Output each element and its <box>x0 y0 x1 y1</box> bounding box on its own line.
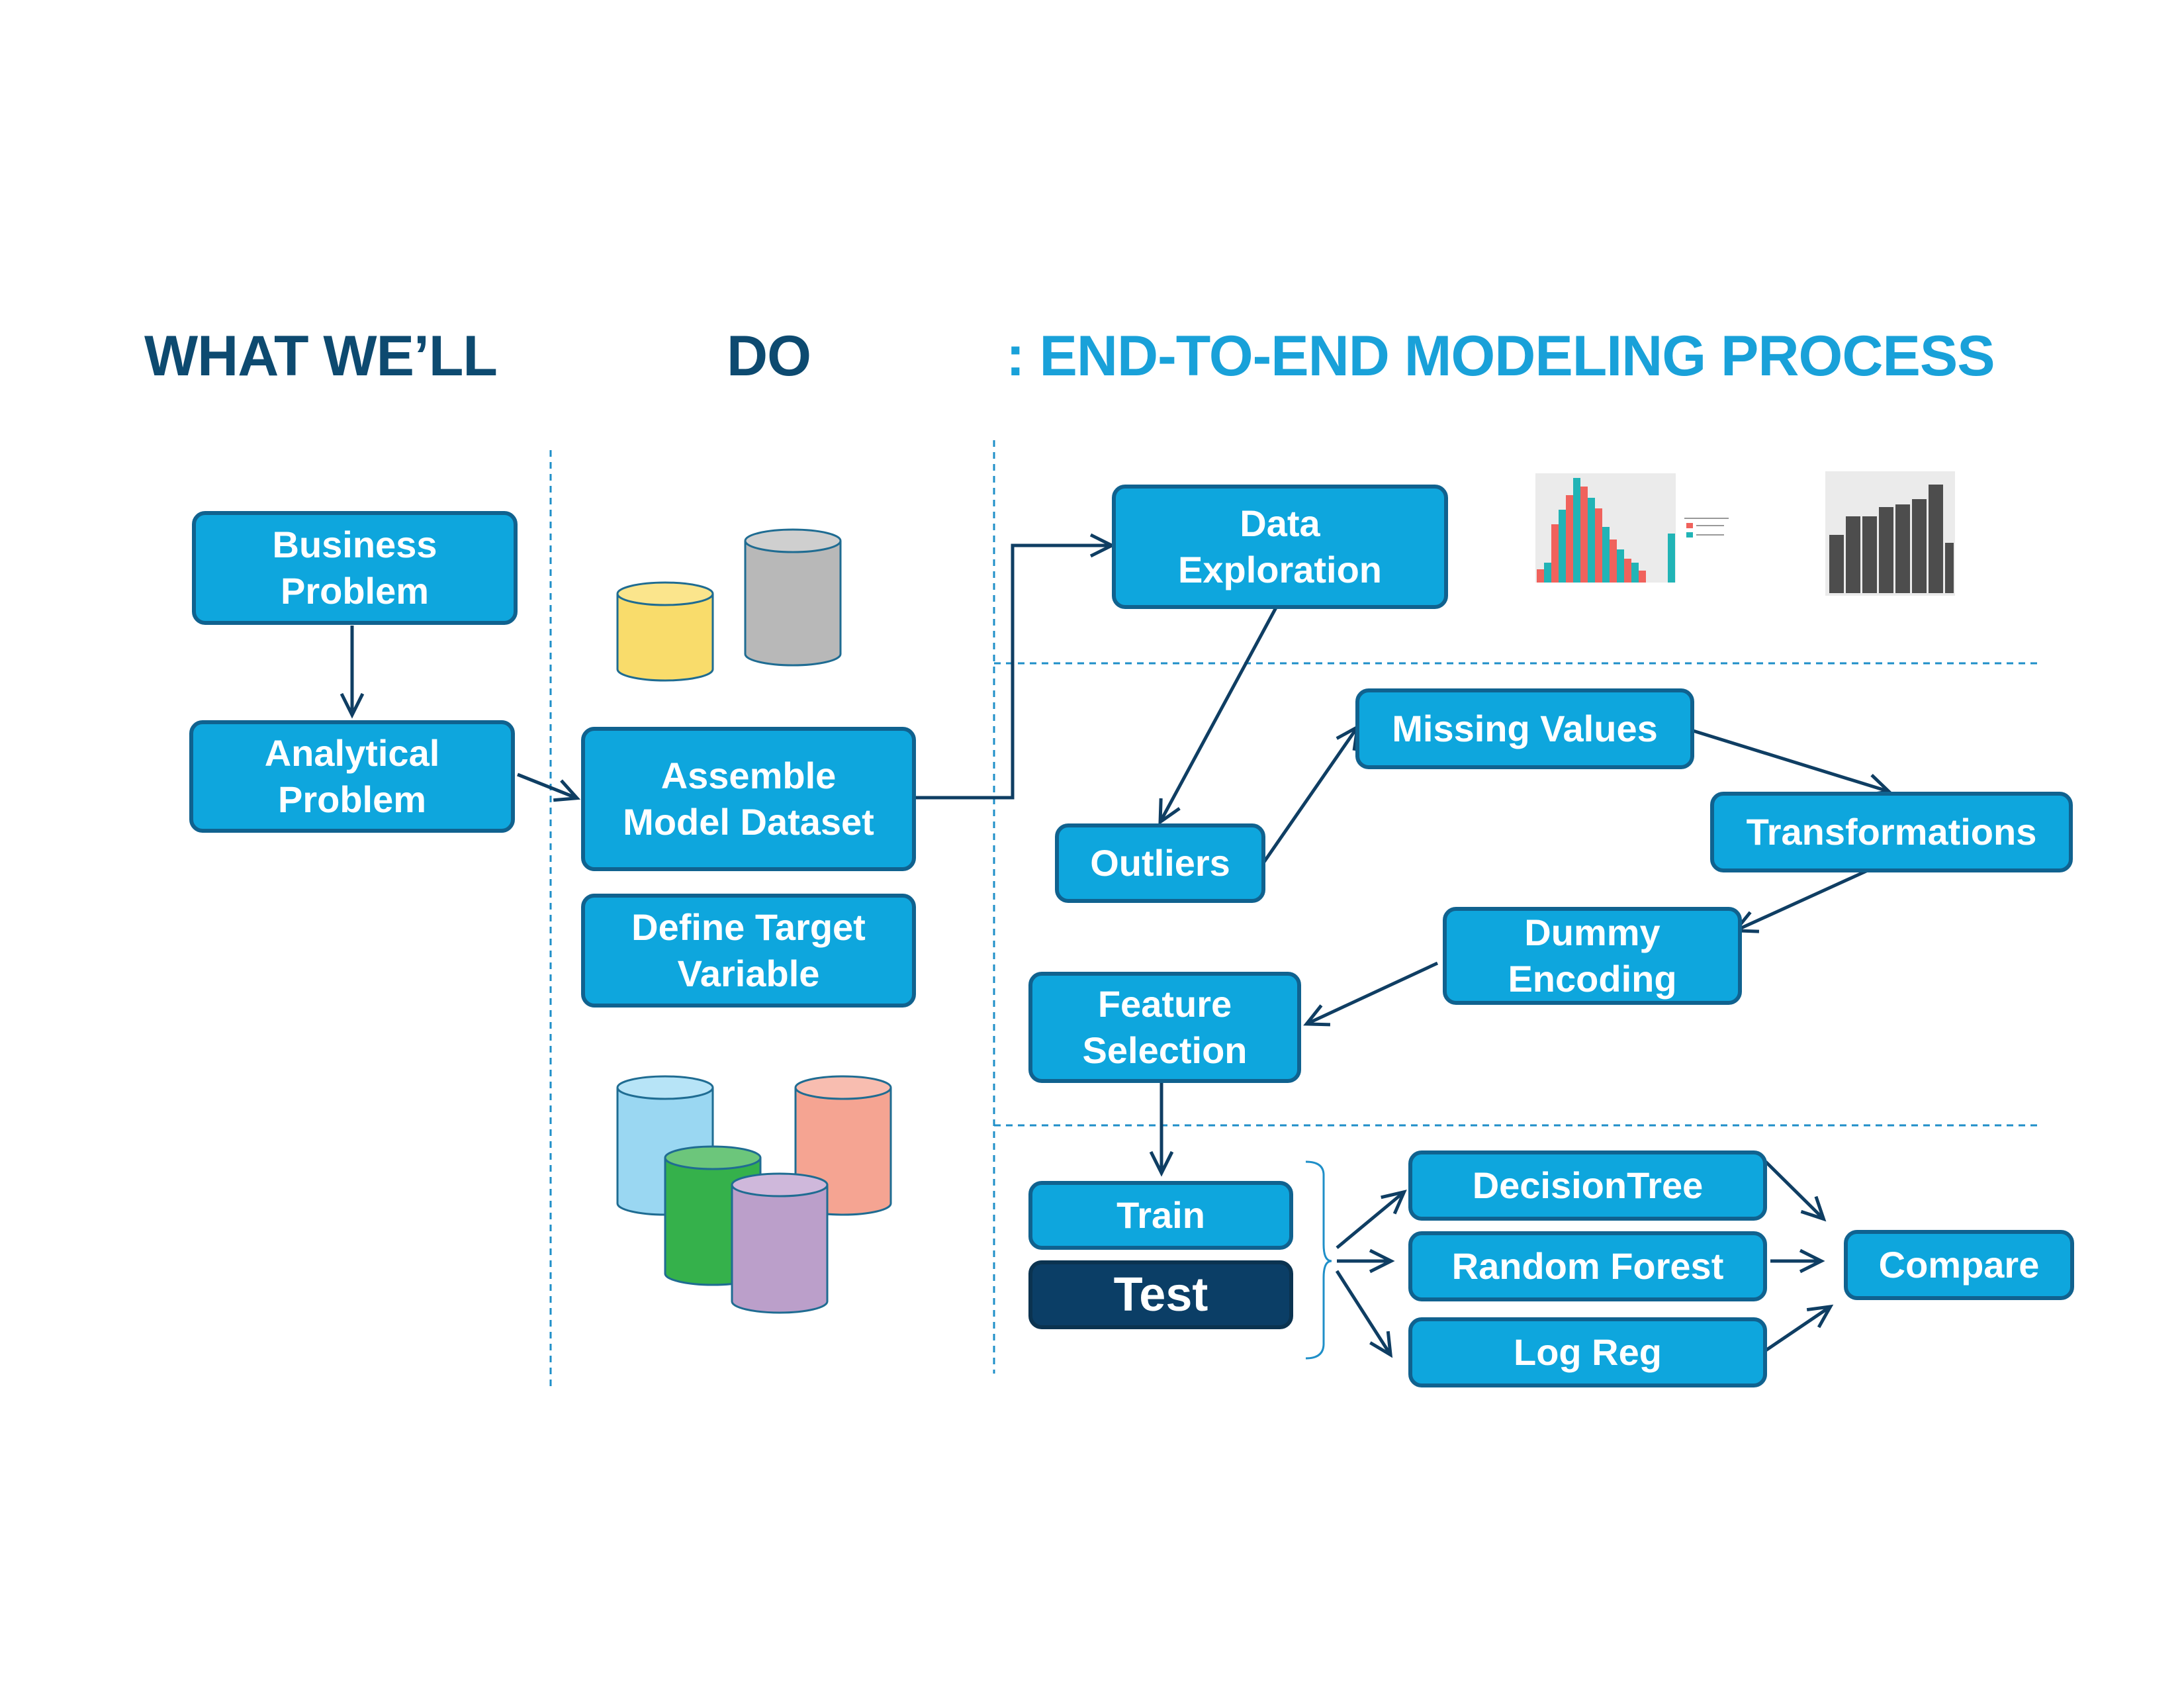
business-problem-node: Business Problem <box>192 511 518 625</box>
assemble-dataset-node: Assemble Model Dataset <box>581 727 916 871</box>
arrow-split-to-decisiontree <box>1336 1190 1407 1249</box>
title-part-2: DO <box>727 324 811 388</box>
arrow-dummy-to-feature <box>1303 961 1439 1027</box>
train-test-bracket <box>1305 1160 1332 1360</box>
test-node: Test <box>1028 1260 1293 1329</box>
flow-arrows <box>340 533 1893 1358</box>
arrow-exploration-to-outliers <box>1158 606 1278 825</box>
dummy-encoding-node: Dummy Encoding <box>1443 907 1742 1005</box>
define-target-node: Define Target Variable <box>581 894 916 1008</box>
section-dividers <box>549 440 2038 1387</box>
arrow-outliers-to-missing <box>1261 724 1360 865</box>
title-part-1: WHAT WE’LL <box>144 324 498 388</box>
decision-tree-node: DecisionTree <box>1408 1150 1767 1221</box>
analytical-problem-node: Analytical Problem <box>189 720 515 833</box>
arrow-transformations-to-dummy <box>1732 868 1869 933</box>
database-icon-yellow <box>616 581 714 682</box>
database-stack-icon <box>616 1075 892 1314</box>
compare-node: Compare <box>1844 1230 2074 1300</box>
outliers-node: Outliers <box>1055 823 1265 903</box>
missing-values-node: Missing Values <box>1355 688 1694 769</box>
arrow-logreg-to-compare <box>1764 1304 1834 1352</box>
arrow-split-to-logreg <box>1335 1270 1393 1358</box>
arrow-analytical-to-assemble <box>517 773 581 802</box>
data-exploration-node: Data Exploration <box>1112 485 1448 609</box>
train-node: Train <box>1028 1181 1293 1250</box>
arrow-assemble-to-exploration <box>915 533 1116 800</box>
histogram-thumbnail <box>1527 471 1729 589</box>
feature-selection-node: Feature Selection <box>1028 972 1301 1083</box>
random-forest-node: Random Forest <box>1408 1231 1767 1301</box>
bar-thumbnail <box>1825 471 1955 596</box>
database-icon-gray <box>744 528 842 667</box>
arrow-decisiontree-to-compare <box>1764 1160 1827 1222</box>
title-part-3: : END-TO-END MODELING PROCESS <box>1006 324 1995 388</box>
arrow-missing-to-transformations <box>1688 727 1893 797</box>
log-reg-node: Log Reg <box>1408 1317 1767 1387</box>
transformations-node: Transformations <box>1710 792 2073 872</box>
